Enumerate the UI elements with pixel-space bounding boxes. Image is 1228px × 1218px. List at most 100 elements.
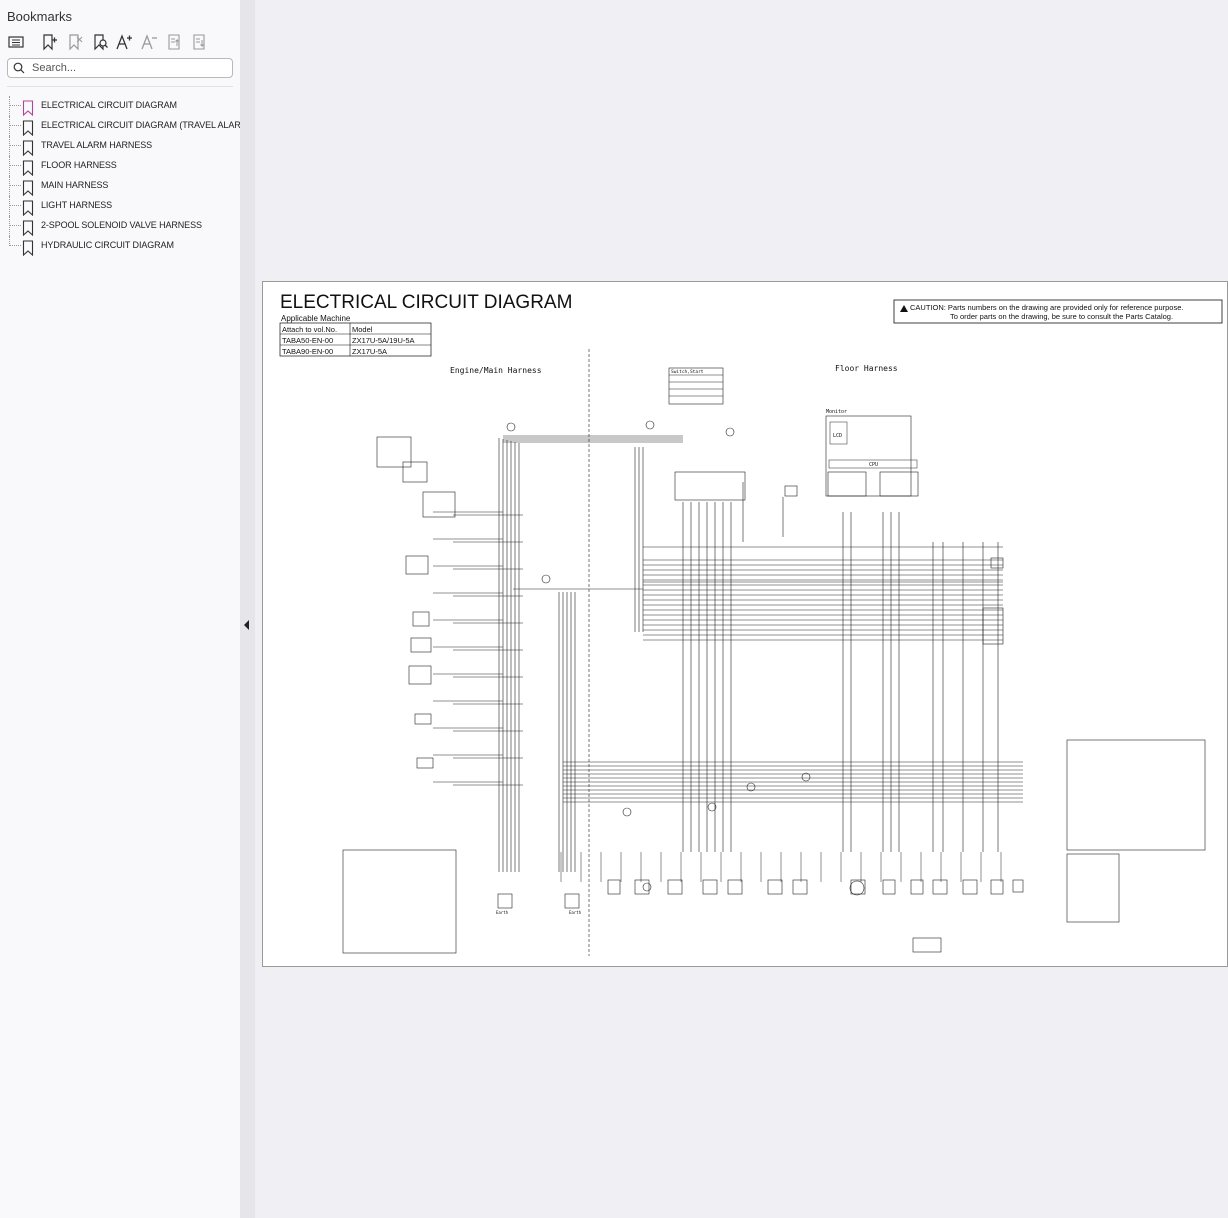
component-label: Earth <box>496 910 509 915</box>
bookmark-icon <box>22 240 34 256</box>
connector-block <box>702 879 718 895</box>
table-cell: ZX17U-5A/19U-5A <box>352 336 415 345</box>
applicable-label: Applicable Machine <box>281 314 351 323</box>
connector-block <box>784 485 798 497</box>
drawing-title: ELECTRICAL CIRCUIT DIAGRAM <box>280 292 572 313</box>
connector-block <box>727 879 743 895</box>
search-input[interactable] <box>32 60 226 75</box>
connector-block <box>408 665 432 685</box>
connector-block <box>497 893 513 909</box>
connector-block <box>422 491 456 518</box>
add-bookmark-icon[interactable] <box>39 32 59 52</box>
circuit-node <box>642 882 652 892</box>
section-label: Engine/Main Harness <box>450 366 542 375</box>
panel-title: Bookmarks <box>7 9 73 24</box>
circuit-node <box>707 802 717 812</box>
connector-block <box>402 461 428 483</box>
circuit-node <box>746 782 756 792</box>
connector-block <box>910 879 924 895</box>
connector-block <box>1066 739 1206 851</box>
connector-block <box>405 555 429 575</box>
bookmark-icon <box>22 100 34 116</box>
connector-block <box>376 436 412 468</box>
caution-box: CAUTION: Parts numbers on the drawing ar… <box>893 299 1223 324</box>
table-header: Model <box>352 325 373 334</box>
bookmark-icon <box>22 120 34 136</box>
circuit-diagram: ELECTRICAL CIRCUIT DIAGRAM Applicable Ma… <box>279 292 1223 956</box>
search-box[interactable] <box>7 58 233 78</box>
component-label: Switch,Start <box>671 369 704 375</box>
connector-block <box>667 879 683 895</box>
bookmark-item[interactable]: FLOOR HARNESS <box>0 156 240 176</box>
connector-block <box>850 879 866 895</box>
bookmark-item[interactable]: MAIN HARNESS <box>0 176 240 196</box>
caution-line-2: To order parts on the drawing, be sure t… <box>950 312 1173 321</box>
pdf-page: ELECTRICAL CIRCUIT DIAGRAM Applicable Ma… <box>262 281 1228 967</box>
bookmark-item[interactable]: ELECTRICAL CIRCUIT DIAGRAM (TRAVEL ALARM… <box>0 116 251 136</box>
collapse-panel-icon[interactable] <box>243 618 251 630</box>
bookmark-item[interactable]: TRAVEL ALARM HARNESS <box>0 136 240 156</box>
bookmark-icon <box>22 200 34 216</box>
connector-block <box>674 471 746 501</box>
connector-block <box>792 879 808 895</box>
bookmarks-toolbar <box>6 32 236 52</box>
decrease-text-size-icon[interactable] <box>139 32 159 52</box>
applicable-table: Attach to vol.No. Model TABA50-EN-00 ZX1… <box>279 322 432 357</box>
bookmark-item[interactable]: ELECTRICAL CIRCUIT DIAGRAM <box>0 96 240 116</box>
circuit-node <box>541 574 551 584</box>
bookmark-label: FLOOR HARNESS <box>41 160 117 170</box>
circuit-node <box>506 422 516 432</box>
bookmark-icon <box>22 180 34 196</box>
connector-block <box>342 849 457 954</box>
panel-splitter[interactable] <box>240 0 255 1218</box>
connector-block <box>982 607 1004 645</box>
bookmark-item[interactable]: HYDRAULIC CIRCUIT DIAGRAM <box>0 236 240 256</box>
bookmark-icon <box>22 140 34 156</box>
bookmark-icon <box>22 160 34 176</box>
expand-collapse-icon[interactable] <box>6 32 26 52</box>
bookmark-label: 2-SPOOL SOLENOID VALVE HARNESS <box>41 220 202 230</box>
component-label: Monitor <box>826 409 847 415</box>
collapse-bookmark-icon[interactable] <box>190 32 210 52</box>
bookmark-label: HYDRAULIC CIRCUIT DIAGRAM <box>41 240 174 250</box>
component-label: Earth <box>569 910 582 915</box>
connector-block <box>410 637 432 653</box>
circuit-node <box>622 807 632 817</box>
circuit-node <box>645 420 655 430</box>
connector-block <box>1066 853 1120 923</box>
connector-block <box>412 611 430 627</box>
circuit-node <box>849 880 865 896</box>
connector-block <box>634 879 650 895</box>
connector-block <box>990 557 1004 569</box>
bookmark-label: MAIN HARNESS <box>41 180 109 190</box>
divider <box>7 86 233 87</box>
connector-block <box>990 879 1004 895</box>
find-bookmark-icon[interactable] <box>90 32 110 52</box>
delete-bookmark-icon[interactable] <box>65 32 85 52</box>
connector-block <box>827 471 867 497</box>
warning-icon <box>900 305 908 312</box>
connector-block <box>912 937 942 953</box>
circuit-node <box>725 427 735 437</box>
circuit-node <box>801 772 811 782</box>
component-label: CPU <box>869 462 878 468</box>
connector-block <box>1012 879 1024 893</box>
connector-block <box>962 879 978 895</box>
connector-block <box>882 879 896 895</box>
bookmark-item[interactable]: 2-SPOOL SOLENOID VALVE HARNESS <box>0 216 240 236</box>
table-cell: ZX17U-5A <box>352 347 387 356</box>
table-cell: TABA50-EN-00 <box>282 336 333 345</box>
bookmark-item[interactable]: LIGHT HARNESS <box>0 196 240 216</box>
bookmark-label: LIGHT HARNESS <box>41 200 113 210</box>
section-label: Floor Harness <box>835 364 898 373</box>
search-icon <box>13 62 25 74</box>
increase-text-size-icon[interactable] <box>114 32 134 52</box>
bookmark-label: TRAVEL ALARM HARNESS <box>41 140 153 150</box>
component-label: LCD <box>833 433 842 439</box>
table-header: Attach to vol.No. <box>282 325 337 334</box>
expand-bookmark-icon[interactable] <box>165 32 185 52</box>
bookmark-icon <box>22 220 34 236</box>
bookmark-label: ELECTRICAL CIRCUIT DIAGRAM (TRAVEL ALARM… <box>41 120 251 130</box>
connector-block <box>416 757 434 769</box>
